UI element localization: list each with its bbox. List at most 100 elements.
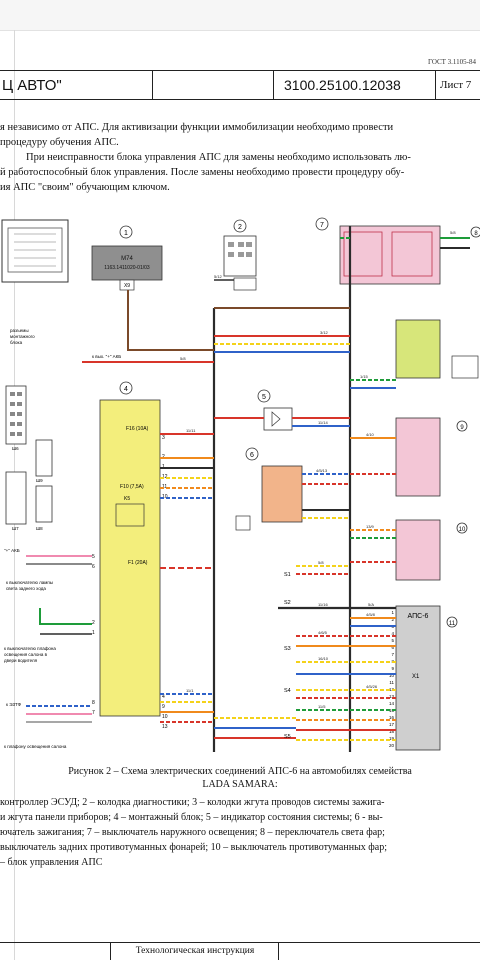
wire-label: 4/10 [366, 432, 375, 437]
wire-label: 3/12 [320, 330, 329, 335]
aps-6-control-unit: АПС-6 X1 11 1 2 3 4 5 6 7 8 9 10 11 12 1… [389, 605, 458, 751]
block4-pin: 9 [162, 704, 165, 710]
switch-s2: S2 [284, 600, 291, 606]
organization-name: Ц АВТО" [0, 71, 153, 99]
relay-k5: K5 [124, 496, 130, 502]
ignition-switch-6: 6 [235, 447, 303, 531]
block4-pin: 1 [92, 630, 95, 636]
block4-pin: 10 [162, 714, 168, 720]
wire-label: 11/5 [318, 704, 326, 709]
aps-pin: 20 [389, 743, 395, 748]
viewer-top-bar [0, 0, 480, 31]
paragraph-2-line-3: ия АПС "своим" обучающим ключом. [0, 182, 170, 193]
fuse-f16: F16 (10A) [126, 426, 149, 432]
aps-pin: 4 [391, 631, 394, 636]
wire-labels: 5/8 5/12 3/12 5/8 1/15 11/14 11/11 4/10 … [180, 230, 456, 709]
aps-x1-label: X1 [412, 674, 420, 680]
conn-label-sh6: Ш6 [12, 446, 19, 451]
figure-caption-line-1: Рисунок 2 – Схема электрических соединен… [68, 766, 412, 777]
wire-label: 11/1 [186, 688, 194, 693]
aps-pin: 5 [391, 638, 394, 643]
switch-labels: S1 S2 S3 S4 S5 [284, 572, 291, 740]
connector-3-top [1, 219, 69, 283]
wire-label: 4/5/13 [316, 468, 328, 473]
block4-pin: 7 [92, 710, 95, 716]
block4-pin: 2 [92, 620, 95, 626]
controller-m74: 1 M74 1163.1411020-01/03 X9 [91, 225, 163, 291]
header-spacer [153, 71, 274, 99]
connector-3-strips: Ш6 Ш9 Ш8 Ш7 [5, 385, 53, 531]
callout-5: 5 [262, 394, 266, 401]
paragraph-1: я независимо от АПС. Для активизации фун… [0, 120, 393, 150]
aps-pin: 6 [391, 645, 394, 650]
paragraph-1-line-1: я независимо от АПС. Для активизации фун… [0, 122, 394, 133]
note-eztf: к ЭЗТФ [6, 702, 22, 707]
wire-label: 16/10 [318, 656, 329, 661]
aps-pin: 13 [389, 694, 395, 699]
switch-s1: S1 [284, 572, 291, 578]
mounting-block-4: 4 F16 (10A) F10 (7,5A) K5 F1 (20A) 3 2 1… [92, 381, 168, 730]
wire-label: 11/14 [318, 420, 328, 425]
aps-pin: 9 [391, 666, 394, 671]
block4-pin: 3 [162, 435, 165, 441]
wire-label: 4/5/8 [366, 612, 376, 617]
status-indicator-5: 5 [257, 389, 293, 431]
note-akb-top: к вых. "+" АКБ [92, 354, 121, 359]
wire-label: 11/11 [186, 428, 196, 433]
footer-rule [0, 942, 480, 943]
block4-pin: 10 [162, 494, 168, 500]
aps-pin: 1 [391, 610, 394, 615]
callout-2: 2 [238, 224, 242, 231]
legend-line-5: – блок управления АПС [0, 857, 103, 868]
paragraph-2-line-1: При неисправности блока управления АПС д… [26, 152, 411, 163]
fuse-f10: F10 (7,5A) [120, 484, 144, 490]
aps-pin: 7 [391, 652, 394, 657]
wire-label: 5/8 [318, 560, 324, 565]
wiring-diagram: 1 M74 1163.1411020-01/03 X9 2 7 8 Ш6 Ш9 … [1, 217, 480, 752]
note-plafon-salon: к плафону освещения салона [4, 744, 67, 749]
block4-pin: 4 [162, 694, 165, 700]
wire-label: 5/8 [450, 230, 456, 235]
m74-label: M74 [121, 256, 133, 262]
legend-line-1: контроллер ЭСУД; 2 – колодка диагностики… [0, 797, 385, 808]
aps-pin: 12 [389, 687, 395, 692]
figure-caption-line-2: LADA SAMARA: [202, 779, 278, 790]
switch-s4: S4 [284, 688, 291, 694]
fuse-f1: F1 (20A) [128, 560, 148, 566]
paragraph-2: При неисправности блока управления АПС д… [0, 150, 411, 195]
switch-s5: S5 [284, 734, 291, 740]
legend-line-3: ючатель зажигания; 7 – выключатель наруж… [0, 827, 385, 838]
block4-pin: 13 [162, 724, 168, 730]
aps-pin: 19 [389, 736, 395, 741]
wire-label: 5/A [368, 602, 374, 607]
callout-7: 7 [320, 222, 324, 229]
green-switch-block [395, 319, 479, 379]
footer-title: Технологическая инструкция [135, 946, 255, 956]
headlight-switch-block: 7 8 [315, 217, 480, 285]
block4-pin: 8 [92, 700, 95, 706]
note-akb-left: "+" АКБ [4, 548, 20, 553]
document-number: 3100.25100.12038 [274, 71, 436, 99]
wire-label: 1/15 [360, 374, 369, 379]
paragraph-1-line-2: процедуру обучения АПС. [0, 137, 119, 148]
pink-block-9: 9 [395, 417, 468, 497]
wire-trunks [26, 226, 470, 752]
aps-pin: 14 [389, 701, 395, 706]
m74-sub-label: 1163.1411020-01/03 [104, 265, 150, 271]
block4-pin: 6 [92, 564, 95, 570]
block4-pin: 11 [162, 484, 167, 490]
wire-label: 5/12 [214, 274, 223, 279]
diagnostic-connector-2: 2 [223, 219, 257, 291]
aps-pin: 17 [389, 722, 395, 727]
switch-s3: S3 [284, 646, 291, 652]
conn-label-sh7: Ш7 [12, 526, 19, 531]
wire-label: 13/9 [366, 524, 375, 529]
wire-label: 4/5/26 [366, 684, 378, 689]
aps-pin: 18 [389, 729, 395, 734]
aps-pin: 2 [391, 617, 394, 622]
wire-label: 4/6/5 [318, 630, 328, 635]
footer-divider-right [278, 942, 279, 960]
wire-label: 11/16 [318, 602, 328, 607]
